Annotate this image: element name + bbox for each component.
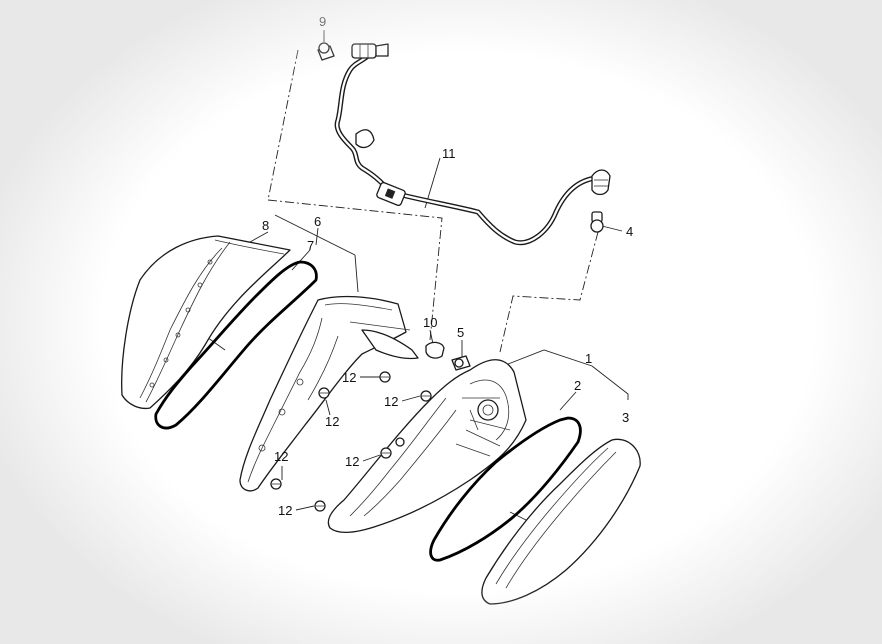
callout-8: 8 [262,218,269,233]
callout-12e: 12 [274,449,288,464]
callout-7: 7 [307,238,314,253]
callout-10: 10 [423,315,437,330]
screw-12a [379,371,391,383]
side-cover-8 [121,235,291,410]
screw-12g [395,437,405,447]
bulb-4 [590,211,604,233]
callout-9: 9 [319,14,326,29]
bulb-5 [451,355,471,371]
callout-2: 2 [574,378,581,393]
screw-12e [270,478,282,490]
screw-12d [380,447,392,459]
screw-12b [318,387,330,399]
callout-4: 4 [626,224,633,239]
callout-3: 3 [622,410,629,425]
callout-12b: 12 [384,394,398,409]
screw-12f [314,500,326,512]
callout-12c: 12 [325,414,339,429]
callout-12d: 12 [345,454,359,469]
socket-10 [425,341,445,359]
screw-12c [420,390,432,402]
callout-1: 1 [585,351,592,366]
callout-12a: 12 [342,370,356,385]
callout-12f: 12 [278,503,292,518]
bulb-9 [317,42,335,61]
wire-harness [334,43,611,246]
lamp-assembly-1 [327,359,527,534]
callout-5: 5 [457,325,464,340]
callout-11: 11 [442,146,456,161]
callout-6: 6 [314,214,321,229]
